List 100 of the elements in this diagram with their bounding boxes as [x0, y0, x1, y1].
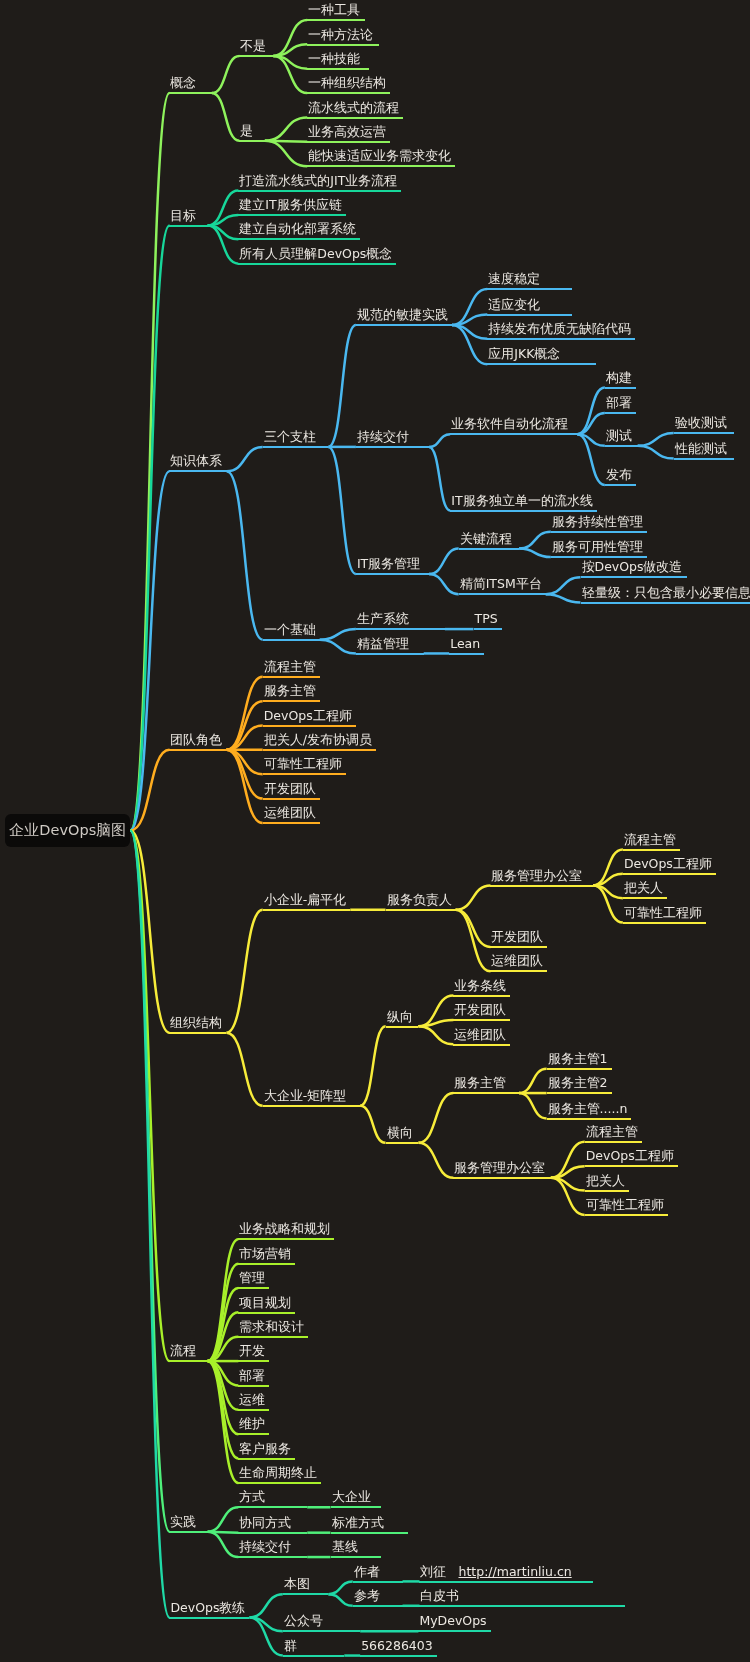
branch-line — [550, 1176, 585, 1217]
topic-underline: 生命周期终止 — [238, 1465, 322, 1485]
topic-underline: 轻量级：只包含最小必要信息 — [580, 584, 750, 604]
branch-line — [592, 884, 624, 924]
topic-underline: 一个基础 — [262, 621, 320, 641]
topic-underline: IT服务管理 — [355, 556, 429, 576]
branch-line — [360, 1629, 419, 1633]
topic-underline: 把关人/发布协调员 — [262, 732, 377, 752]
topic-underline: 精益管理 — [355, 635, 424, 655]
topic-underline: 部署 — [604, 395, 636, 415]
branch-line — [273, 18, 308, 58]
branch-line — [428, 445, 451, 512]
topic-underline: 服务管理办公室 — [490, 867, 594, 887]
topic-underline: 业务软件自动化流程 — [450, 416, 578, 436]
branch-line — [428, 572, 459, 596]
branch-line — [402, 1604, 420, 1608]
topic-underline: 三个支柱 — [262, 429, 329, 449]
branch-line — [577, 411, 605, 436]
topic-underline: 项目规划 — [238, 1294, 296, 1314]
topic-underline: 服务负责人 — [385, 892, 456, 911]
branch-line — [350, 908, 386, 912]
branch-line — [444, 627, 474, 631]
branch-line — [226, 724, 263, 752]
branch-line — [577, 386, 606, 436]
branch-line — [307, 1531, 331, 1534]
topic-underline: 维护 — [238, 1416, 270, 1436]
topic-underline: 基线 — [330, 1539, 382, 1559]
topic-underline: 客户服务 — [238, 1440, 296, 1460]
topic-underline: 服务可用性管理 — [550, 539, 647, 559]
topic-underline: 关键流程 — [458, 530, 520, 550]
topic-underline: 本图 — [282, 1576, 329, 1596]
branch-line — [207, 1311, 239, 1363]
topic-underline: 运维 — [238, 1392, 270, 1411]
branch-line — [319, 627, 356, 641]
topic-underline: DevOps工程师 — [584, 1148, 678, 1168]
branch-line — [207, 1335, 239, 1363]
branch-line — [518, 1091, 547, 1120]
topic-underline: 白皮书 — [419, 1588, 625, 1607]
topic-underline: 服务主管.....n — [546, 1100, 632, 1120]
branch-line — [207, 1530, 239, 1534]
branch-line — [519, 547, 551, 559]
topic-underline: 一种工具 — [307, 2, 366, 22]
topic-underline: 方式 — [238, 1489, 308, 1509]
topic-underline: 群 — [282, 1637, 345, 1657]
topic-underline: 运维团队 — [453, 1026, 511, 1046]
topic-underline: 持续发布优质无缺陷代码 — [487, 321, 636, 341]
topic-underline: 公众号 — [282, 1613, 361, 1633]
branch-line — [273, 54, 308, 95]
topic-underline: DevOps工程师 — [262, 707, 356, 727]
topic-underline: 市场营销 — [238, 1245, 296, 1265]
branch-line — [225, 470, 264, 641]
topic-underline: 开发团队 — [453, 1002, 511, 1022]
branch-line — [428, 432, 451, 449]
branch-line — [129, 225, 171, 831]
branch-line — [344, 1654, 361, 1657]
topic-underline: 所有人员理解DevOps概念 — [238, 245, 397, 265]
branch-line — [550, 1164, 585, 1180]
topic-underline: 开发团队 — [490, 929, 548, 949]
branch-line — [328, 445, 356, 449]
topic-underline: 可靠性工程师 — [584, 1197, 668, 1217]
topic-underline: 服务主管1 — [546, 1050, 612, 1070]
branch-line — [455, 908, 491, 973]
topic-underline: 组织结构 — [169, 1014, 227, 1034]
branch-line — [455, 884, 491, 912]
branch-line — [206, 1360, 239, 1484]
branch-line — [593, 872, 623, 887]
topic-underline: 把关人 — [584, 1172, 629, 1192]
topic-underline: 流程主管 — [622, 831, 680, 851]
topic-underline: 服务管理办公室 — [453, 1160, 551, 1179]
topic-underline: Lean — [449, 635, 485, 655]
branch-line — [264, 139, 308, 168]
topic-underline: DevOps教练 — [169, 1599, 250, 1619]
topic-underline: 应用JKK概念 — [487, 346, 597, 366]
branch-line — [545, 592, 581, 604]
topic-underline: 能快速适应业务需求变化 — [307, 148, 456, 168]
topic-underline: MyDevOps — [418, 1613, 491, 1633]
topic-underline: 开发 — [238, 1343, 270, 1363]
branch-line — [207, 213, 239, 227]
branch-line — [576, 432, 606, 487]
topic-underline: 一种方法论 — [307, 26, 380, 46]
branch-line — [264, 116, 308, 142]
branch-line — [226, 748, 264, 825]
topic-underline: 需求和设计 — [238, 1318, 309, 1338]
topic-underline: 可靠性工程师 — [622, 904, 706, 924]
topic-underline: 服务主管2 — [546, 1075, 612, 1095]
branch-line — [211, 54, 240, 95]
branch-line — [226, 445, 263, 473]
topic-underline: 横向 — [385, 1125, 419, 1145]
topic-underline: 流程主管 — [584, 1124, 642, 1143]
root-box: 企业DevOps脑图 — [5, 813, 131, 848]
branch-line — [550, 1140, 585, 1180]
topic-underline: 测试 — [604, 428, 638, 448]
topic-underline: DevOps工程师 — [622, 856, 716, 875]
topic-underline: 发布 — [604, 467, 636, 487]
topic-underline: 流水线式的流程 — [307, 99, 404, 119]
topic-underline — [419, 1563, 594, 1583]
branch-line — [211, 91, 240, 142]
topic-underline: 持续交付 — [355, 429, 429, 449]
branch-line — [327, 324, 357, 448]
topic-underline: 建立IT服务供应链 — [238, 197, 346, 217]
